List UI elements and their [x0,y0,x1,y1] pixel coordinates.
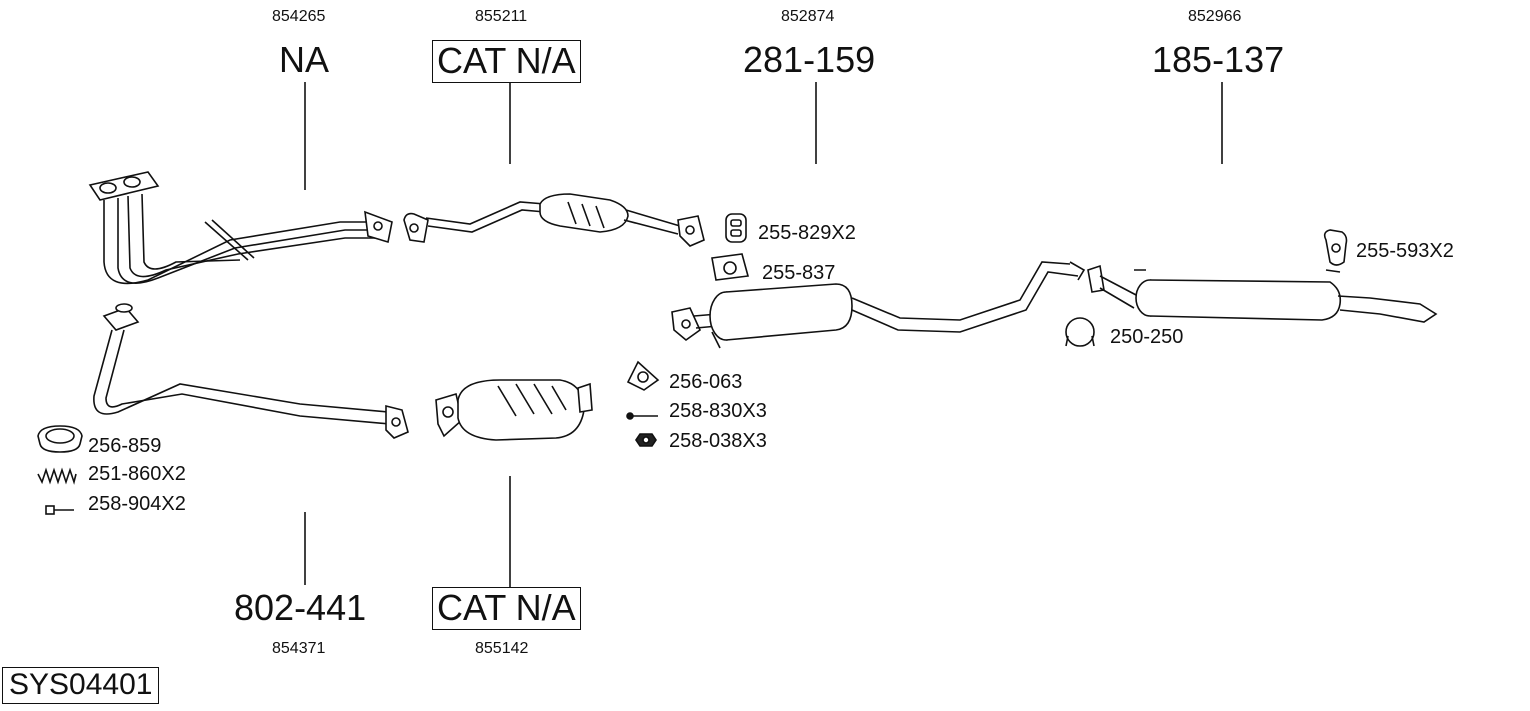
gasket-triangle-icon [626,360,660,391]
accessory-label[interactable]: 255-593X2 [1356,240,1454,262]
rubber-mount-icon [1323,229,1348,266]
part-reference-boxed[interactable]: CAT N/A [432,587,581,630]
hanger-rubber-icon [725,213,747,243]
bolt-icon [626,412,658,420]
accessory-label[interactable]: 258-038X3 [669,430,767,452]
downpipe-part [93,303,409,439]
bracket-icon [711,253,750,281]
accessory-label[interactable]: 256-063 [669,371,743,393]
part-reference-boxed[interactable]: CAT N/A [432,40,581,83]
clamp-icon [1065,317,1095,347]
article-number: 852966 [1188,8,1242,25]
gasket-ring-icon [37,425,83,453]
article-number: 854371 [272,640,326,657]
accessory-label[interactable]: 251-860X2 [88,463,186,485]
part-reference[interactable]: 281-159 [743,39,876,80]
part-reference[interactable]: 802-441 [234,587,367,628]
spring-icon [37,467,77,485]
article-number: 855211 [475,8,528,25]
accessory-label[interactable]: 258-904X2 [88,493,186,515]
accessory-label[interactable]: 256-859 [88,435,162,457]
nut-icon [635,433,657,447]
accessory-label[interactable]: 255-837 [762,262,836,284]
rear-silencer-part [1087,264,1438,323]
accessory-label[interactable]: 250-250 [1110,326,1184,348]
article-number: 855142 [475,640,529,657]
screw-icon [45,505,74,515]
part-reference[interactable]: NA [279,39,330,80]
article-number: 854265 [272,8,326,25]
part-reference[interactable]: 185-137 [1152,39,1285,80]
exhaust-manifold-part [88,171,393,285]
accessory-label[interactable]: 255-829X2 [758,222,856,244]
front-pipe-catalyst-part [403,193,705,247]
catalytic-converter-part [435,379,593,441]
center-silencer-part [671,261,1086,349]
article-number: 852874 [781,8,835,25]
diagram-code: SYS04401 [2,667,160,704]
accessory-label[interactable]: 258-830X3 [669,400,767,422]
